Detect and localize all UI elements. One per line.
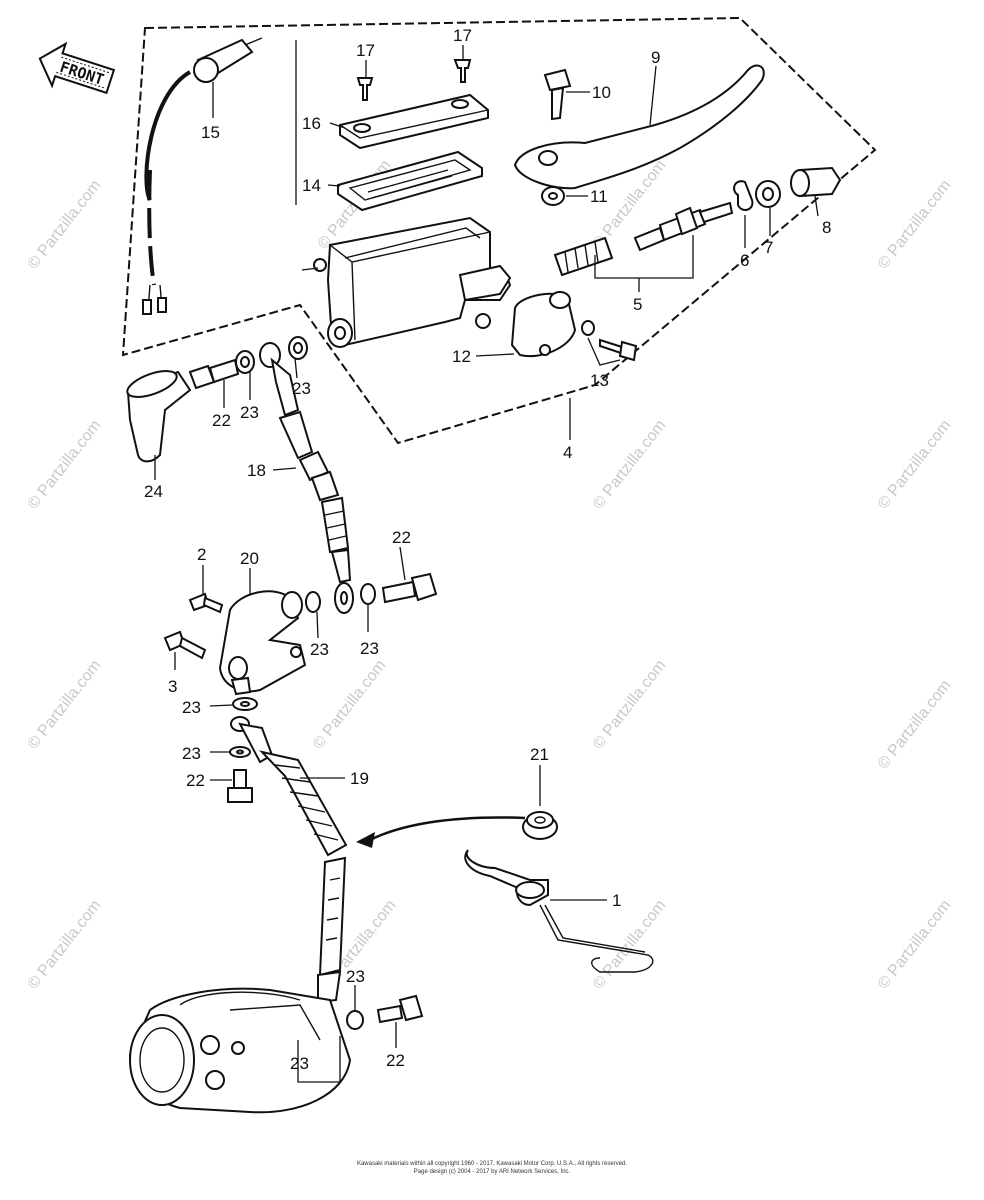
callout-18: 18 [247,461,266,480]
brake-hose-joint [218,590,307,696]
callout-23h: 23 [290,1054,309,1073]
brake-lever [513,64,765,190]
callout-23f: 23 [182,744,201,763]
lower-banjo-bolt [227,769,253,803]
callout-11: 11 [590,187,608,206]
piston-assembly [553,201,734,277]
watermark: © Partzilla.com [875,417,955,512]
callout-23e: 23 [182,698,201,717]
callout-13: 13 [590,371,609,390]
piston-stop-washer [755,180,781,208]
callout-labels: 1 2 3 4 5 6 7 8 9 10 11 12 13 14 15 16 1… [144,26,831,1073]
callout-23g: 23 [346,967,365,986]
callout-20: 20 [240,549,259,568]
callout-6: 6 [740,251,749,270]
watermark: © Partzilla.com [25,177,105,272]
callout-22c: 22 [186,771,205,790]
callout-8: 8 [822,218,831,237]
brake-hose-cover [126,370,192,463]
copyright-line-2: Page design (c) 2004 - 2017 by ARI Netwo… [414,1169,571,1175]
callout-23a: 23 [240,403,259,422]
master-cylinder-assembly-boundary [121,16,877,445]
watermark: © Partzilla.com [25,657,105,752]
brake-caliper [128,987,352,1114]
callout-23c: 23 [310,640,329,659]
callout-19: 19 [350,769,369,788]
leader-lines [154,40,819,1083]
callout-22a: 22 [212,411,231,430]
callout-3: 3 [168,677,177,696]
callout-22d: 22 [386,1051,405,1070]
callout-17b: 17 [453,26,472,45]
brake-light-switch [142,37,263,315]
callout-24: 24 [144,482,163,501]
caliper-banjo-bolt [376,994,424,1024]
callout-12: 12 [452,347,471,366]
callout-1: 1 [612,891,621,910]
joint-mounting-bolt-3 [163,630,207,660]
middle-banjo-bolt [381,572,438,604]
callout-21: 21 [530,745,549,764]
hose-guide-bracket [464,849,654,973]
dust-boot [790,166,842,198]
clamp-bolt [581,320,638,362]
grommet-pointer-arrow [356,816,526,848]
callout-23d: 23 [360,639,379,658]
watermark: © Partzilla.com [310,657,390,752]
lever-pivot-nut [541,186,565,206]
callout-7: 7 [764,238,773,257]
watermark: © Partzilla.com [590,417,670,512]
callout-5: 5 [633,295,642,314]
watermark: © Partzilla.com [875,677,955,772]
watermark: © Partzilla.com [25,897,105,992]
callout-14: 14 [302,176,321,195]
callout-9: 9 [651,48,660,67]
master-cylinder-clamp [510,291,577,358]
copyright-footer: Kawasaki materials within all copyright … [357,1161,627,1175]
copyright-line-1: Kawasaki materials within all copyright … [357,1161,627,1167]
reservoir-cap-screws [356,59,472,101]
front-arrow: FRONT [38,41,116,95]
callout-17a: 17 [356,41,375,60]
copper-washers-upper [305,583,376,613]
callout-22b: 22 [392,528,411,547]
watermark: © Partzilla.com [590,657,670,752]
joint-mounting-bolt-2 [188,592,224,614]
callout-2: 2 [197,545,206,564]
watermark: © Partzilla.com [875,177,955,272]
grommet [522,811,558,840]
callout-23b: 23 [292,379,311,398]
watermark: © Partzilla.com [25,417,105,512]
master-cylinder-body [313,216,512,348]
lever-pivot-bolt [543,68,572,121]
callout-10: 10 [592,83,611,102]
reservoir-cap [339,93,489,150]
reservoir-diaphragm [337,150,483,212]
callout-4: 4 [563,443,572,462]
upper-brake-hose [259,336,354,614]
callout-16: 16 [302,114,321,133]
callout-15: 15 [201,123,220,142]
upper-banjo-bolt [188,350,255,390]
circlip [733,180,754,211]
watermark: © Partzilla.com [875,897,955,992]
